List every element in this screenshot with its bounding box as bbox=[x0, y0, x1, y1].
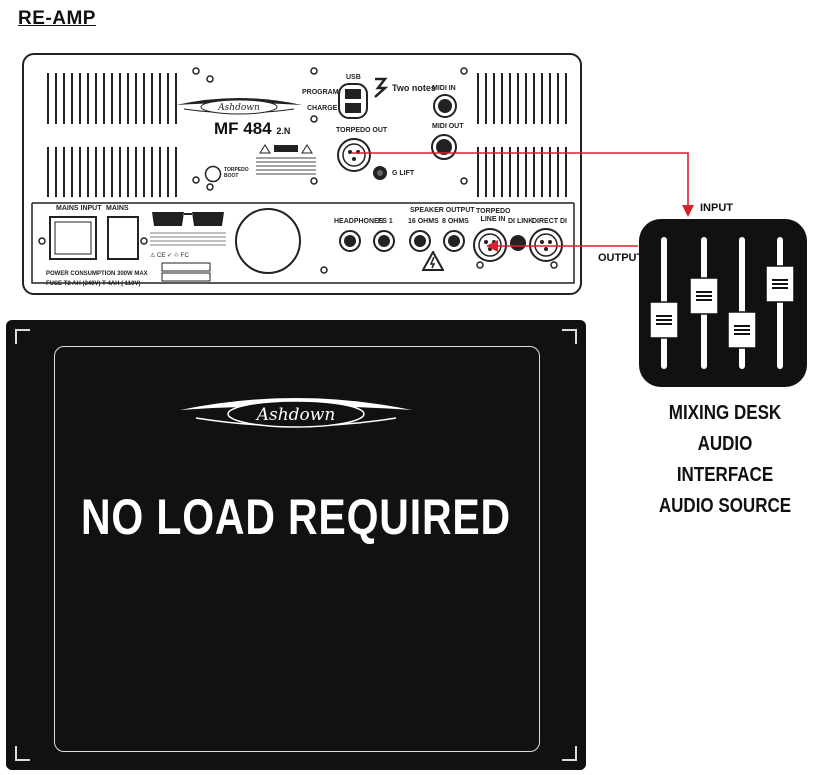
desk-line-3: AUDIO SOURCE bbox=[658, 495, 792, 517]
di-link-label: DI LINK bbox=[508, 218, 534, 225]
no-load-required-text: NO LOAD REQUIRED bbox=[81, 489, 511, 545]
torpedo-line-in-label: TORPEDO LINE IN bbox=[476, 208, 511, 223]
desk-line-1: MIXING DESK bbox=[668, 402, 782, 424]
cabinet-ashdown-logo-icon: Ashdown bbox=[180, 398, 412, 428]
arrow-to-line-in bbox=[486, 240, 498, 252]
svg-text:Ashdown: Ashdown bbox=[217, 103, 260, 113]
fs1-label: FS 1 bbox=[378, 218, 393, 225]
model-name: MF 484 2.N bbox=[214, 119, 290, 139]
fuse-text: FUSE T2 AH (240V) T 4AH ( 110V) bbox=[46, 281, 141, 287]
16-ohms-jack-icon[interactable] bbox=[409, 230, 431, 252]
glasses-warning-icon bbox=[152, 212, 224, 226]
8-ohms-label: 8 OHMS bbox=[442, 218, 469, 225]
model-number: MF 484 bbox=[214, 119, 272, 138]
desk-line-2: AUDIO INTERFACE bbox=[676, 433, 774, 486]
svg-text:Ashdown: Ashdown bbox=[255, 405, 336, 425]
power-consumption-text: POWER CONSUMPTION 300W MAX bbox=[46, 271, 148, 277]
di-link-switch-icon[interactable] bbox=[509, 234, 527, 252]
vent-grille-right-icon bbox=[477, 73, 567, 197]
charge-label: CHARGE bbox=[307, 105, 338, 112]
quarter-inch-jacks bbox=[339, 230, 465, 252]
mains-label: MAINS bbox=[106, 205, 129, 212]
svg-text:⚠ CE ✓ ♲ FC: ⚠ CE ✓ ♲ FC bbox=[150, 252, 189, 259]
fan-port-icon bbox=[235, 208, 301, 274]
direct-di-xlr-icon[interactable] bbox=[528, 227, 564, 263]
headphones-label: HEADPHONES bbox=[334, 218, 384, 225]
mains-input-label: MAINS INPUT bbox=[56, 205, 102, 212]
usb-label: USB bbox=[346, 74, 361, 81]
desk-description: MIXING DESK AUDIO INTERFACE AUDIO SOURCE bbox=[653, 398, 798, 522]
g-lift-switch-icon[interactable] bbox=[372, 165, 388, 181]
usb-port-icon[interactable] bbox=[338, 83, 368, 119]
headphones-jack-icon[interactable] bbox=[339, 230, 361, 252]
16-ohms-label: 16 OHMS bbox=[408, 218, 439, 225]
fs1-jack-icon[interactable] bbox=[373, 230, 395, 252]
vent-grille-left-icon bbox=[47, 73, 177, 197]
two-notes-logo-icon bbox=[374, 77, 388, 98]
mains-fuse-socket-icon[interactable] bbox=[106, 215, 140, 261]
midi-in-jack-icon[interactable] bbox=[432, 93, 458, 119]
midi-in-label: MIDI IN bbox=[432, 85, 456, 92]
cabinet-corner-icons bbox=[15, 329, 577, 761]
direct-di-label: DIRECT DI bbox=[532, 218, 567, 225]
8-ohms-jack-icon[interactable] bbox=[443, 230, 465, 252]
signal-cables bbox=[352, 152, 694, 252]
arrow-to-desk-input bbox=[682, 205, 694, 217]
desk-input-label: INPUT bbox=[700, 202, 733, 214]
model-suffix: 2.N bbox=[276, 126, 291, 136]
mains-input-socket-icon[interactable] bbox=[48, 215, 98, 261]
torpedo-boot-label: TORPEDO BOOT bbox=[224, 167, 249, 179]
regulatory-text-block: ⚠ CE ✓ ♲ FC bbox=[150, 232, 226, 282]
program-label: PROGRAM bbox=[302, 89, 339, 96]
two-notes-label: Two notes bbox=[392, 83, 436, 93]
desk-output-label: OUTPUT bbox=[598, 252, 644, 264]
amp-rear-panel: Ashdown MF 484 2.N USB PROGRAM CHARGE Tw… bbox=[22, 53, 582, 295]
speaker-output-label: SPEAKER OUTPUT bbox=[410, 207, 475, 214]
warning-label-icon bbox=[256, 144, 316, 175]
midi-out-label: MIDI OUT bbox=[432, 123, 464, 130]
screw-holes bbox=[31, 67, 575, 284]
torpedo-boot-button-icon[interactable] bbox=[204, 165, 222, 183]
torpedo-out-label: TORPEDO OUT bbox=[336, 127, 388, 134]
mixing-desk-fader-icon bbox=[639, 219, 807, 387]
torpedo-out-to-desk-input-cable bbox=[352, 152, 689, 210]
cabinet-grille bbox=[54, 346, 540, 752]
g-lift-label: G LIFT bbox=[392, 170, 415, 177]
high-voltage-warning-icon bbox=[422, 251, 444, 271]
ashdown-logo-icon: Ashdown bbox=[176, 98, 302, 115]
diagram-title: RE-AMP bbox=[18, 8, 96, 29]
speaker-cabinet: Ashdown NO LOAD REQUIRED bbox=[6, 320, 586, 770]
